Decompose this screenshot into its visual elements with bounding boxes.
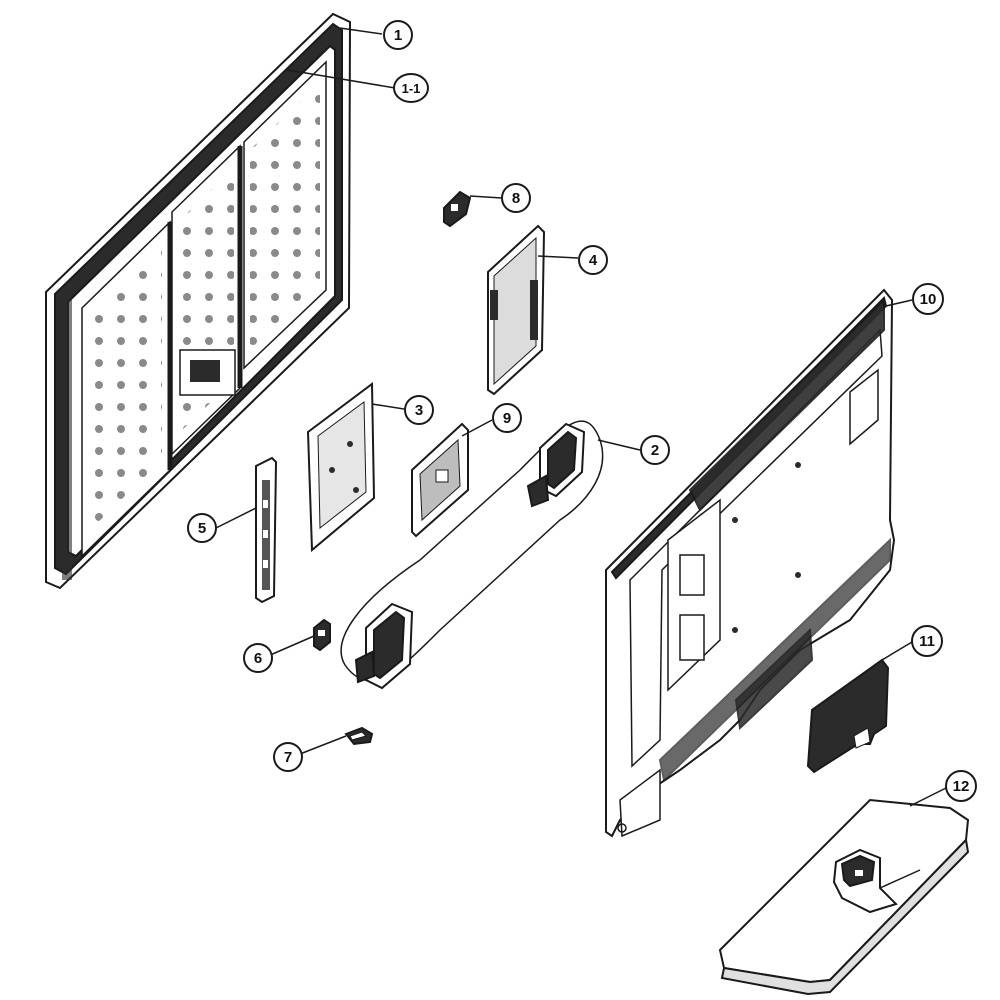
part-11-stand-neck xyxy=(806,658,890,774)
part-4-power-board xyxy=(487,224,546,396)
svg-text:4: 4 xyxy=(589,252,598,269)
svg-text:11: 11 xyxy=(919,633,935,650)
speaker-lower xyxy=(354,602,414,690)
leader-lines xyxy=(215,27,947,807)
svg-text:7: 7 xyxy=(284,749,292,766)
svg-text:9: 9 xyxy=(503,410,511,427)
svg-text:1-1: 1-1 xyxy=(402,81,421,96)
svg-text:12: 12 xyxy=(953,778,970,795)
callout-1-1: 1-1 xyxy=(393,73,429,103)
callout-10: 10 xyxy=(912,283,944,315)
callout-3: 3 xyxy=(404,395,434,425)
part-3-main-board xyxy=(306,382,376,553)
callout-8: 8 xyxy=(501,183,531,213)
part-12-stand-base xyxy=(718,798,970,996)
part-8-small-board xyxy=(443,190,472,228)
svg-text:2: 2 xyxy=(651,442,659,459)
speaker-upper xyxy=(526,422,586,508)
callout-4: 4 xyxy=(578,245,608,275)
part-1-front-frame xyxy=(45,12,352,590)
part-7-small-part xyxy=(344,726,374,746)
callout-11: 11 xyxy=(911,625,943,657)
part-2-speakers xyxy=(340,420,604,690)
part-10-rear-cover xyxy=(605,288,896,838)
part-5-bracket xyxy=(255,456,278,604)
callout-2: 2 xyxy=(640,435,670,465)
part-9-sub-board xyxy=(411,422,469,538)
callout-9: 9 xyxy=(492,403,522,433)
callout-7: 6 7 xyxy=(273,742,303,772)
svg-text:3: 3 xyxy=(415,402,423,419)
callout-6: 6 xyxy=(243,643,273,673)
svg-text:10: 10 xyxy=(920,291,937,308)
svg-text:6: 6 xyxy=(254,650,262,667)
svg-text:1: 1 xyxy=(394,27,402,44)
part-6-small-part xyxy=(313,618,331,652)
callout-5: 5 xyxy=(187,513,217,543)
callout-1: 1 xyxy=(383,20,413,50)
callout-12: 12 xyxy=(945,770,977,802)
svg-text:8: 8 xyxy=(512,190,520,207)
svg-text:5: 5 xyxy=(198,520,206,537)
